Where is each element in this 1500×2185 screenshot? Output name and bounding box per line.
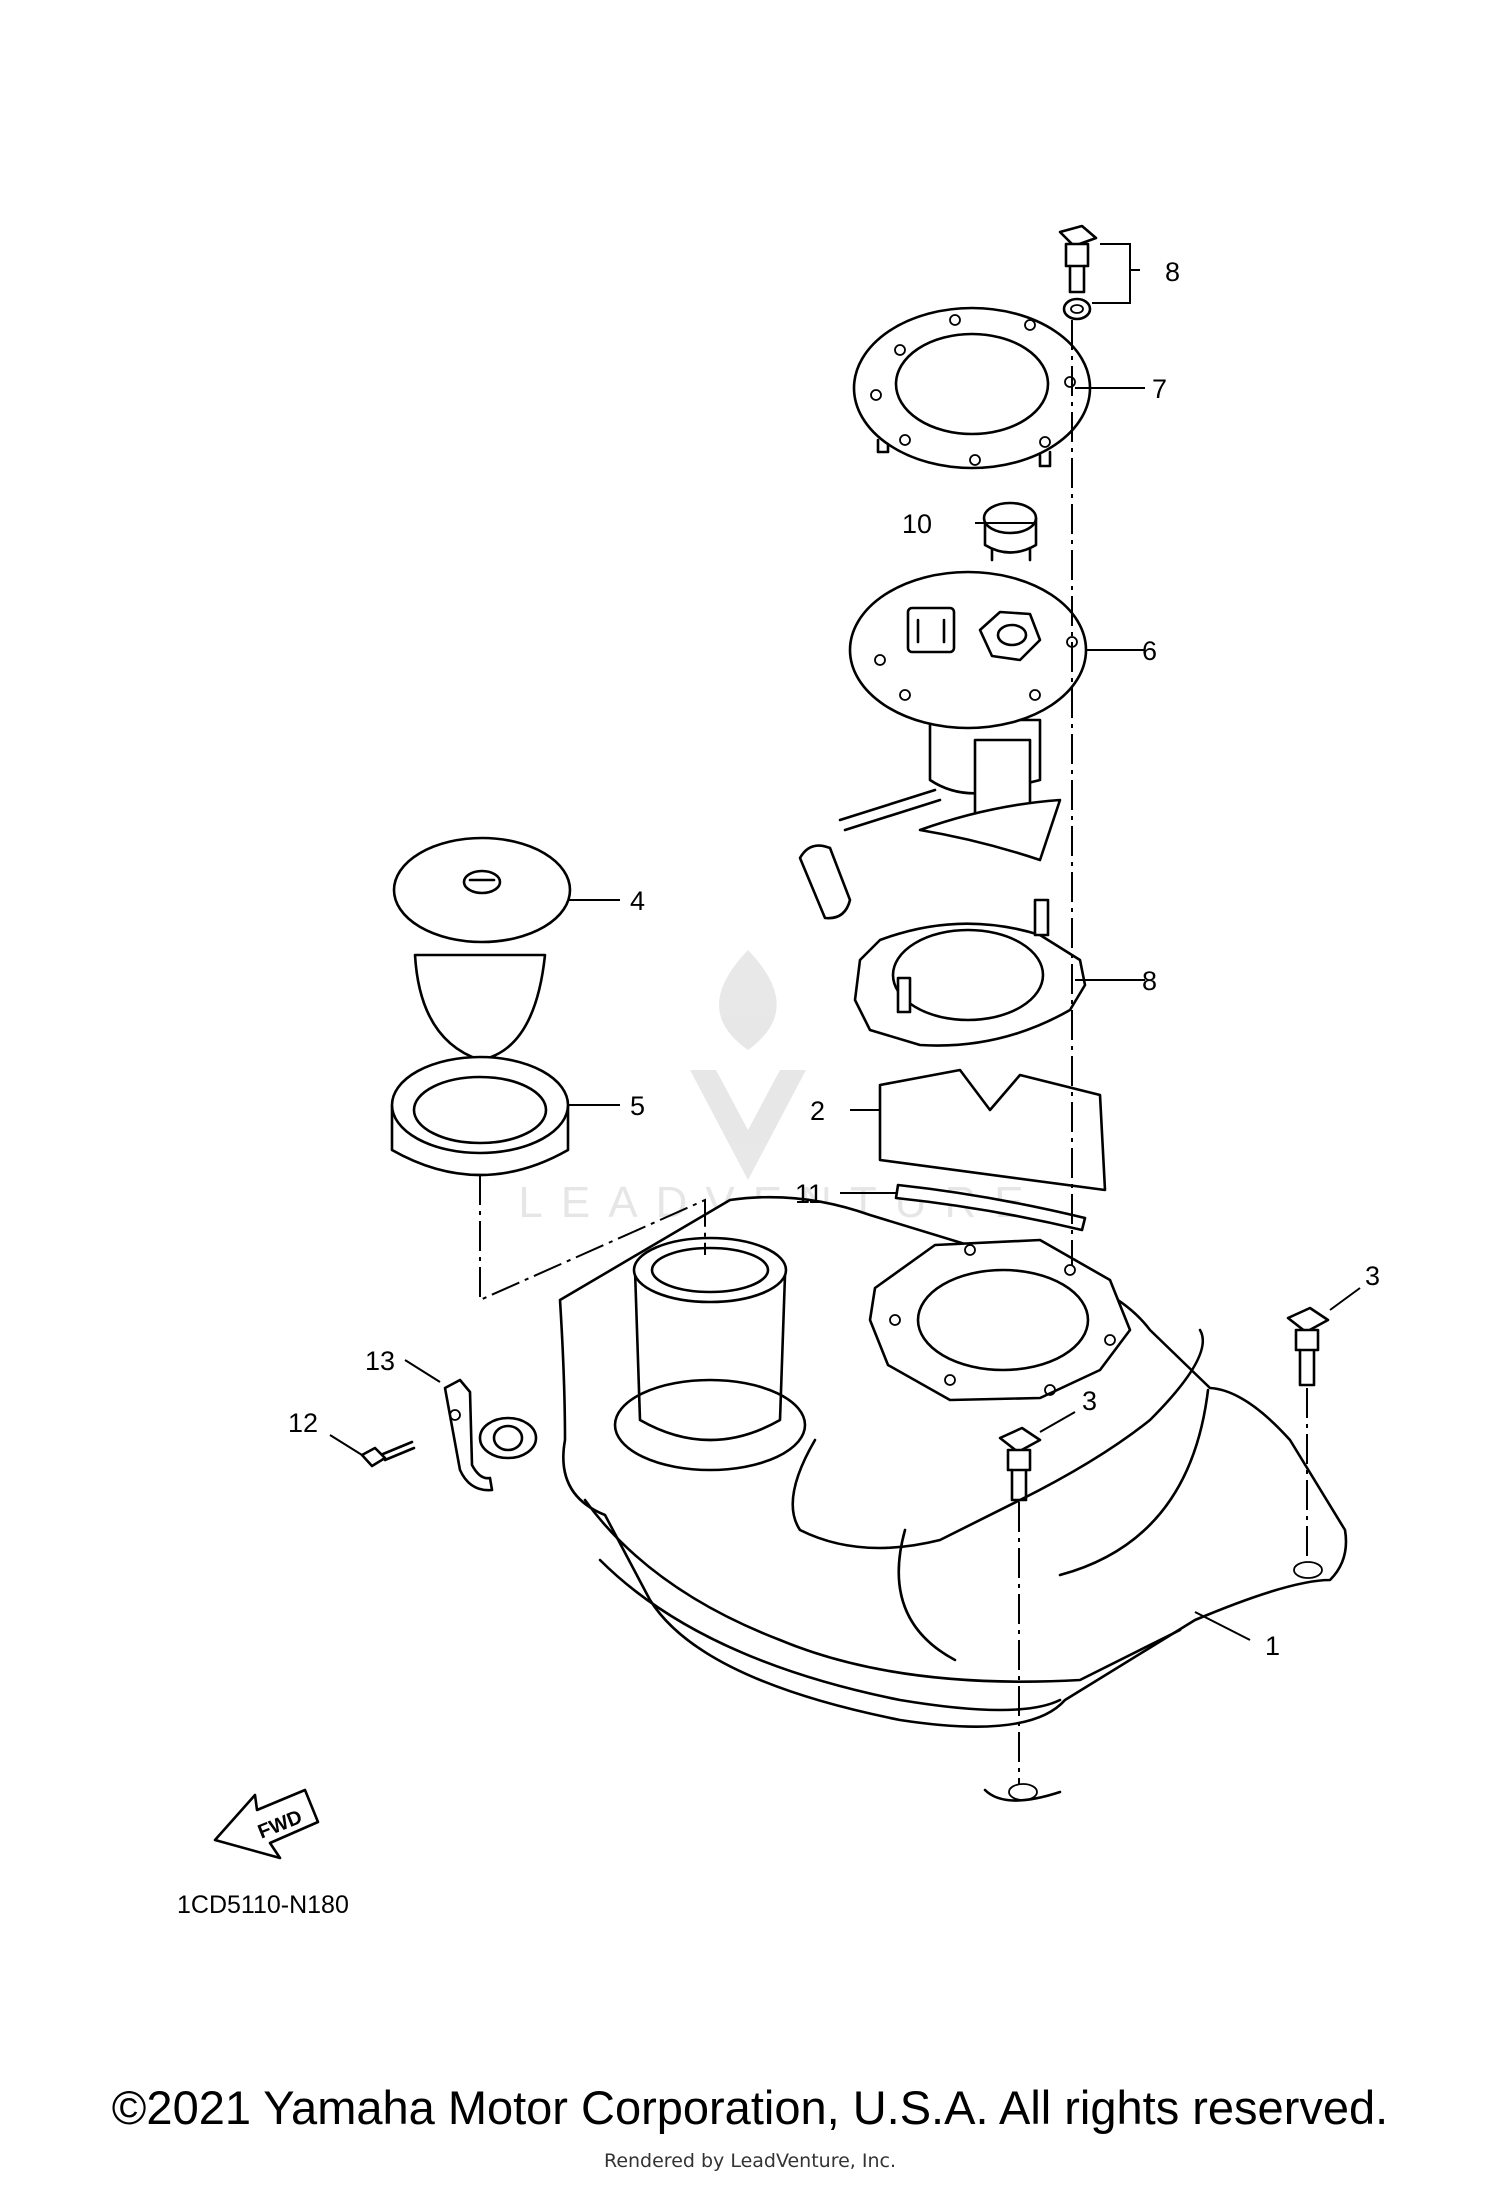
leader-lines <box>329 243 1361 1785</box>
leader-13 <box>404 1359 441 1383</box>
cap-10[interactable] <box>982 501 1038 562</box>
leader-9 <box>1092 243 1131 304</box>
mounting-ring-8[interactable] <box>853 898 1087 1047</box>
diagram-code: 1CD5110-N180 <box>177 1891 349 1919</box>
callout-10: 10 <box>902 509 932 539</box>
callout-1: 1 <box>1265 1631 1280 1661</box>
leader-3-lower <box>1039 1411 1076 1433</box>
leader-3-upper <box>1329 1287 1361 1311</box>
watermark-logo <box>690 950 806 1180</box>
callouts: 8 7 10 6 4 8 5 2 11 3 13 12 3 1 <box>288 257 1380 1661</box>
retaining-plate-7[interactable] <box>852 306 1092 470</box>
strip-11[interactable] <box>894 1183 1087 1232</box>
leader-12 <box>329 1434 363 1456</box>
callout-13: 13 <box>365 1346 395 1376</box>
leader-1 <box>1194 1611 1251 1641</box>
callout-3-upper: 3 <box>1365 1261 1380 1291</box>
fwd-arrow-icon: FWD <box>213 1788 320 1860</box>
rendered-by-notice: Rendered by LeadVenture, Inc. <box>603 2150 897 2172</box>
callout-12: 12 <box>288 1408 318 1438</box>
bolt-12[interactable] <box>360 1440 416 1468</box>
bolt-9[interactable] <box>1058 224 1098 321</box>
callout-2: 2 <box>810 1096 825 1126</box>
gasket-5[interactable] <box>390 1055 570 1177</box>
fuel-tank-1[interactable] <box>558 1195 1348 1802</box>
callout-9: 8 <box>1165 257 1180 287</box>
callout-4: 4 <box>630 886 645 916</box>
callout-5: 5 <box>630 1091 645 1121</box>
callout-8: 8 <box>1142 966 1157 996</box>
callout-11: 11 <box>795 1179 823 1209</box>
callout-3-lower: 3 <box>1082 1386 1097 1416</box>
bolt-3-upper[interactable] <box>1286 1306 1330 1387</box>
callout-7: 7 <box>1152 374 1167 404</box>
callout-6: 6 <box>1142 636 1157 666</box>
fuel-pump-6[interactable] <box>798 570 1088 920</box>
fuel-cap-4[interactable] <box>392 836 572 1062</box>
copyright-notice: ©2021 Yamaha Motor Corporation, U.S.A. A… <box>111 2081 1389 2134</box>
bolt-3-lower[interactable] <box>998 1426 1042 1502</box>
pad-2[interactable] <box>878 1068 1107 1192</box>
centerline-filler <box>479 1175 706 1302</box>
clamp-13[interactable] <box>443 1378 538 1492</box>
